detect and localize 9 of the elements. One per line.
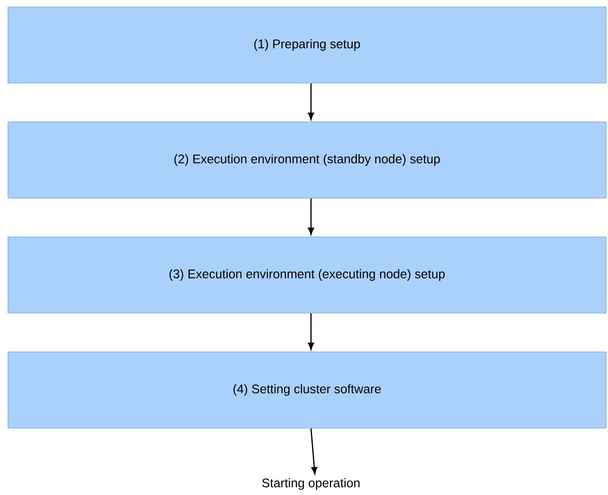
process-box: (1) Preparing setup xyxy=(8,6,606,84)
process-box: (2) Execution environment (standby node) setup xyxy=(8,122,606,198)
arrow xyxy=(308,313,314,350)
arrow xyxy=(310,428,318,474)
arrow xyxy=(308,83,314,120)
process-box: (4) Setting cluster software xyxy=(8,352,606,428)
arrow xyxy=(308,198,314,235)
process-box: (3) Execution environment (executing node) setup xyxy=(8,236,606,314)
end-label: Starting operation xyxy=(262,478,360,490)
